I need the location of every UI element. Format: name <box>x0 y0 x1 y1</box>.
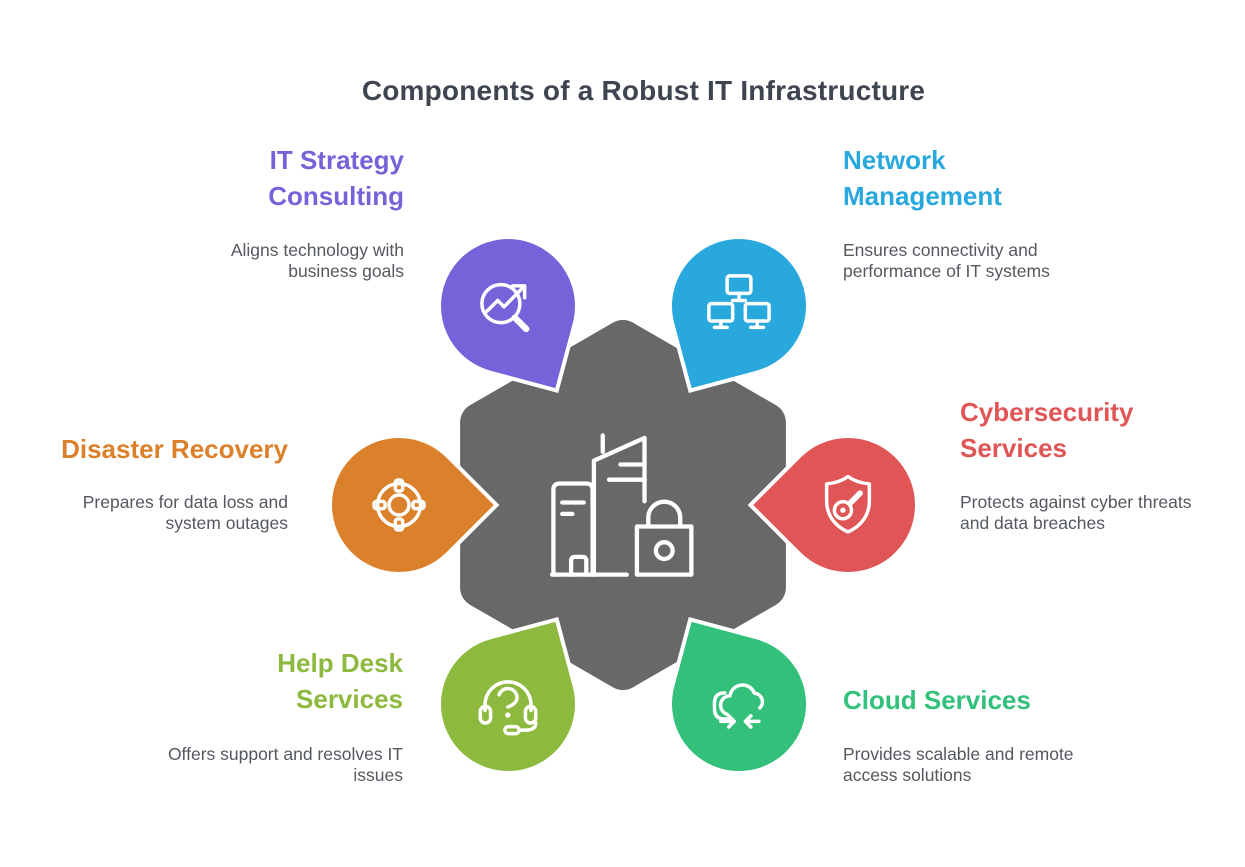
description-network-management: Ensures connectivity and performance of … <box>843 240 1050 281</box>
description-it-strategy-consulting: Aligns technology with business goals <box>230 240 404 281</box>
heading-cloud-services: Cloud Services <box>843 685 1031 715</box>
network-monitors-icon <box>701 268 777 344</box>
description-cybersecurity-services: Protects against cyber threats and data … <box>960 492 1192 533</box>
lifebuoy-icon <box>361 467 437 543</box>
heading-cybersecurity-services: Cybersecurity Services <box>960 397 1134 463</box>
heading-help-desk-services: Help Desk Services <box>277 648 403 714</box>
central-hexagon <box>460 320 786 690</box>
shield-key-icon <box>810 467 886 543</box>
description-help-desk-services: Offers support and resolves IT issues <box>167 744 403 785</box>
city-lock-icon <box>549 433 694 577</box>
heading-network-management: Network Management <box>843 145 1002 211</box>
description-cloud-services: Provides scalable and remote access solu… <box>843 744 1074 785</box>
central-hexagon-shape <box>460 320 786 690</box>
cybersecurity-bubble <box>747 404 949 606</box>
cloud-sync-icon <box>701 666 777 742</box>
chart-search-icon <box>470 268 546 344</box>
heading-disaster-recovery: Disaster Recovery <box>61 434 288 464</box>
heading-it-strategy-consulting: IT Strategy Consulting <box>268 145 404 211</box>
headset-question-icon <box>470 666 546 742</box>
description-disaster-recovery: Prepares for data loss and system outage… <box>82 492 288 533</box>
disaster-recovery-bubble <box>298 404 500 606</box>
it-strategy-bubble <box>421 219 595 393</box>
help-desk-bubble <box>421 617 595 791</box>
diagram-title: Components of a Robust IT Infrastructure <box>361 75 926 106</box>
network-management-bubble <box>652 219 826 393</box>
cloud-services-bubble <box>652 617 826 791</box>
